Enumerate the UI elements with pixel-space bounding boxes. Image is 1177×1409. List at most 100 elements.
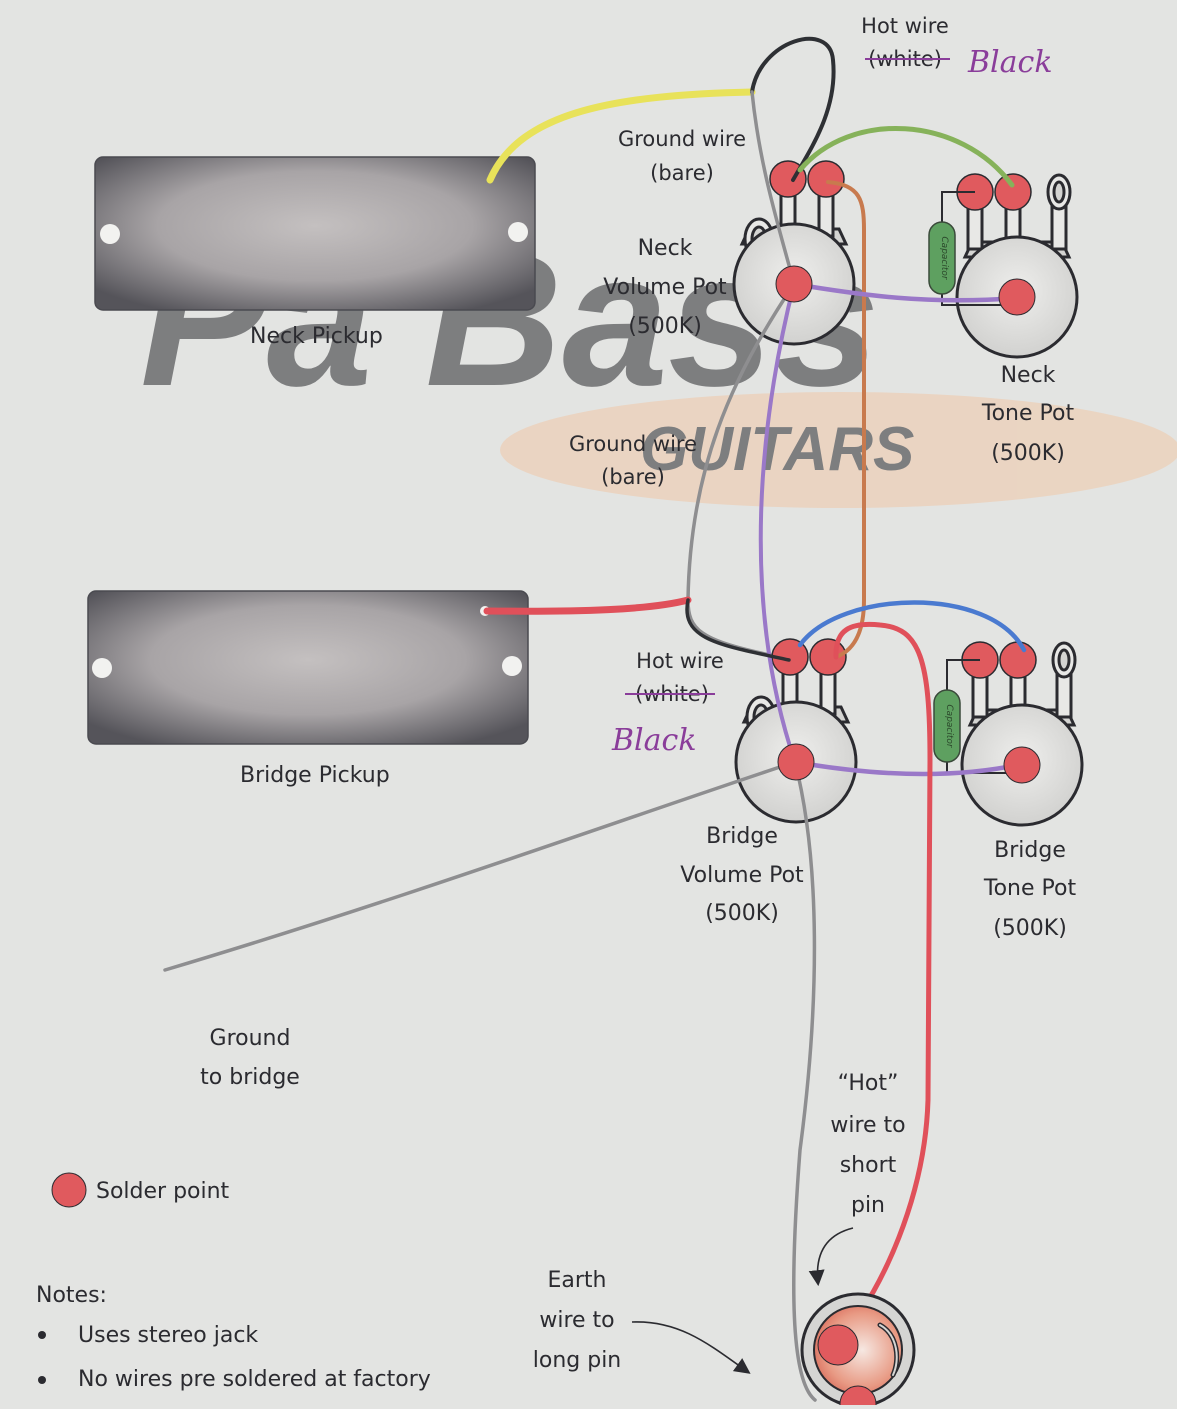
label-line: Tone Pot [981,401,1075,426]
pot-ring-lug-hole [1052,180,1066,204]
annotation-text: Ground wire [569,432,697,456]
annotation-text: “Hot” [838,1071,899,1096]
note-item: Uses stereo jack [78,1323,258,1348]
label-line: Tone Pot [983,876,1077,901]
annotation-text: Ground wire [618,127,746,151]
annotation-text: wire to [830,1113,905,1138]
lug-solder-point [807,160,845,198]
label-value: (500K) [991,441,1065,466]
wire-blue [797,600,1027,653]
bridge-tone-pot: Capacitor [933,641,1084,827]
wire-yellow [486,88,756,184]
mounting-hole [92,658,112,678]
annotation-mid-ground: Ground wire (bare) [569,432,697,489]
lug-solder-point [994,173,1032,211]
notes-title: Notes: [36,1283,107,1308]
solder-point-icon [51,1172,87,1208]
annotation-text: (bare) [601,465,665,489]
neck-pickup [94,156,536,311]
wire-black-bridge-hot [685,598,791,662]
wire-orange [826,180,866,659]
wire-red-bridge-pickup [483,596,692,615]
annotation-hot-to-short-pin: “Hot” wire to short pin [830,1071,905,1218]
bridge-volume-label: Bridge Volume Pot (500K) [680,824,804,926]
annotation-text: Hot wire [636,649,724,673]
annotation-text: pin [851,1193,885,1218]
wire-green [797,125,1015,188]
label-line: Neck [638,236,693,261]
annotation-text: long pin [533,1348,622,1373]
bridge-volume-pot [734,638,858,824]
annotation-neck-hot: Hot wire (white) Black [861,14,1052,80]
mounting-hole [100,224,120,244]
handwritten-correction: Black [611,723,697,758]
center-solder-point [777,743,815,781]
center-solder-point [998,278,1036,316]
capacitor [928,221,956,295]
capacitor-label: Capacitor [939,236,949,281]
wire-purple-neck [791,281,1018,303]
label-line: Bridge [706,824,778,849]
label-line: Bridge [994,838,1066,863]
watermark-ellipse [500,392,1177,508]
note-item: No wires pre soldered at factory [78,1367,431,1392]
wire-black-neck-hot [750,36,836,182]
mounting-hole [502,656,522,676]
label-line: Neck [1001,363,1056,388]
arrow-to-long-pin [631,1321,751,1374]
annotation-text: Ground [210,1026,291,1051]
jack-short-pin-solder [817,1324,859,1366]
output-jack [800,1292,916,1409]
annotation-text: wire to [539,1308,614,1333]
wire-purple-bridge [792,759,1025,777]
label-value: (500K) [628,314,702,339]
label-value: (500K) [705,901,779,926]
annotation-text: short [840,1153,897,1178]
legend-label: Solder point [96,1179,230,1204]
annotation-ground-to-bridge: Ground to bridge [200,1026,300,1090]
wire-gray-mid-ground [686,282,796,657]
neck-volume-pot [732,160,856,346]
bridge-pickup-label: Bridge Pickup [240,763,390,788]
solder-points [775,265,1041,784]
annotation-bridge-hot: Hot wire (white) Black [611,649,724,758]
bridge-tone-label: Bridge Tone Pot (500K) [983,838,1077,941]
watermark-sub: GUITARS [640,415,914,484]
wire-purple-mid [758,282,797,764]
center-solder-point [1003,746,1041,784]
label-value: (500K) [993,916,1067,941]
annotation-text: to bridge [200,1065,300,1090]
bullet-icon [38,1376,46,1384]
capacitor-label: Capacitor [944,704,954,749]
annotation-neck-ground: Ground wire (bare) [618,127,746,185]
bridge-pickup [87,590,529,745]
annotation-text: (bare) [650,161,714,185]
neck-tone-pot: Capacitor [928,173,1079,359]
legend: Solder point [51,1172,230,1208]
capacitor [933,689,961,763]
wire-gray-jack-ground [792,760,817,1402]
jack-long-pin-solder [839,1385,877,1409]
wires [163,36,1027,1402]
neck-pickup-label: Neck Pickup [250,324,383,349]
handwritten-correction: Black [967,45,1053,80]
annotation-text: Hot wire [861,14,949,38]
center-solder-point [775,265,813,303]
wire-gray-ground-to-bridge [163,760,797,972]
label-line: Volume Pot [603,275,727,300]
label-line: Volume Pot [680,863,804,888]
bullet-icon [38,1331,46,1339]
mounting-hole [508,222,528,242]
pot-ring-lug-hole [1057,648,1071,672]
wire-red-output [833,621,933,1333]
neck-volume-label: Neck Volume Pot (500K) [603,236,727,339]
wire-gray-neck-ground [750,90,796,286]
annotation-earth-to-long-pin: Earth wire to long pin [533,1268,622,1373]
annotation-text: Earth [548,1268,607,1293]
arrow-to-short-pin [808,1227,854,1287]
lug-solder-point [999,641,1037,679]
neck-tone-label: Neck Tone Pot (500K) [981,363,1075,466]
capacitor-lead [941,292,1017,306]
